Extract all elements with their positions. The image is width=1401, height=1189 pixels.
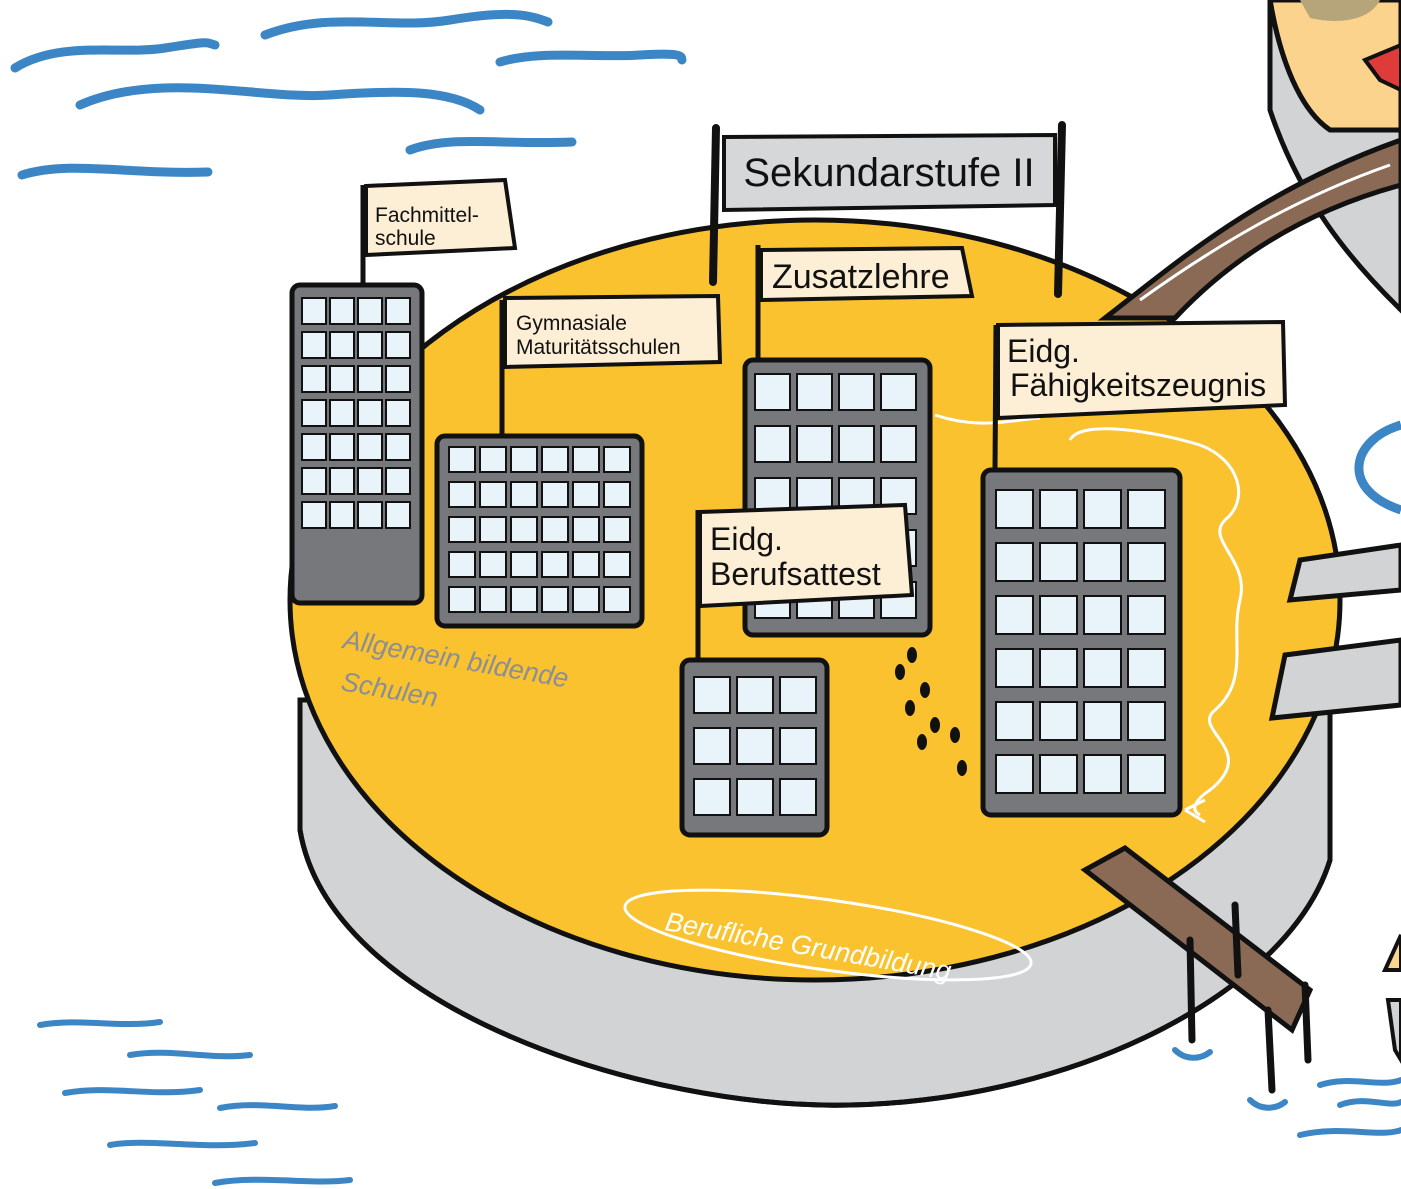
- footprints: [895, 647, 967, 776]
- right-structure: [1097, 0, 1401, 1064]
- water-waves-top: [10, 9, 687, 180]
- grundbildung-outline: [623, 888, 1033, 982]
- gymnasiale-label-1: Gymnasiale: [516, 312, 627, 335]
- fachmittelschule-label-1: Fachmittel-: [375, 204, 479, 227]
- faehigkeitszeugnis-label-2: Fähigkeitszeugnis: [1010, 367, 1266, 403]
- building-faehigkeitszeugnis: Eidg. Fähigkeitszeugnis: [980, 319, 1288, 818]
- sekundarstufe-label: Sekundarstufe II: [743, 151, 1034, 195]
- wooden-pier: [1080, 845, 1314, 1094]
- gymnasiale-label-2: Maturitätsschulen: [516, 336, 681, 359]
- building-berufsattest: Eidg. Berufsattest: [679, 502, 915, 838]
- fachmittelschule-label-2: schule: [375, 227, 436, 250]
- sekundarstufe-sign: Sekundarstufe II: [709, 121, 1066, 298]
- water-waves-right: [1172, 1047, 1401, 1138]
- building-fachmittelschule: Fachmittel- schule: [289, 177, 518, 606]
- water-waves-bottom: [37, 1019, 353, 1186]
- faehigkeitszeugnis-label-1: Eidg.: [1007, 333, 1080, 369]
- berufsattest-label-1: Eidg.: [710, 521, 783, 557]
- berufsattest-label-2: Berufsattest: [710, 556, 881, 592]
- building-gymnasium: Gymnasiale Maturitätsschulen: [434, 293, 723, 629]
- zusatzlehre-label: Zusatzlehre: [772, 258, 950, 296]
